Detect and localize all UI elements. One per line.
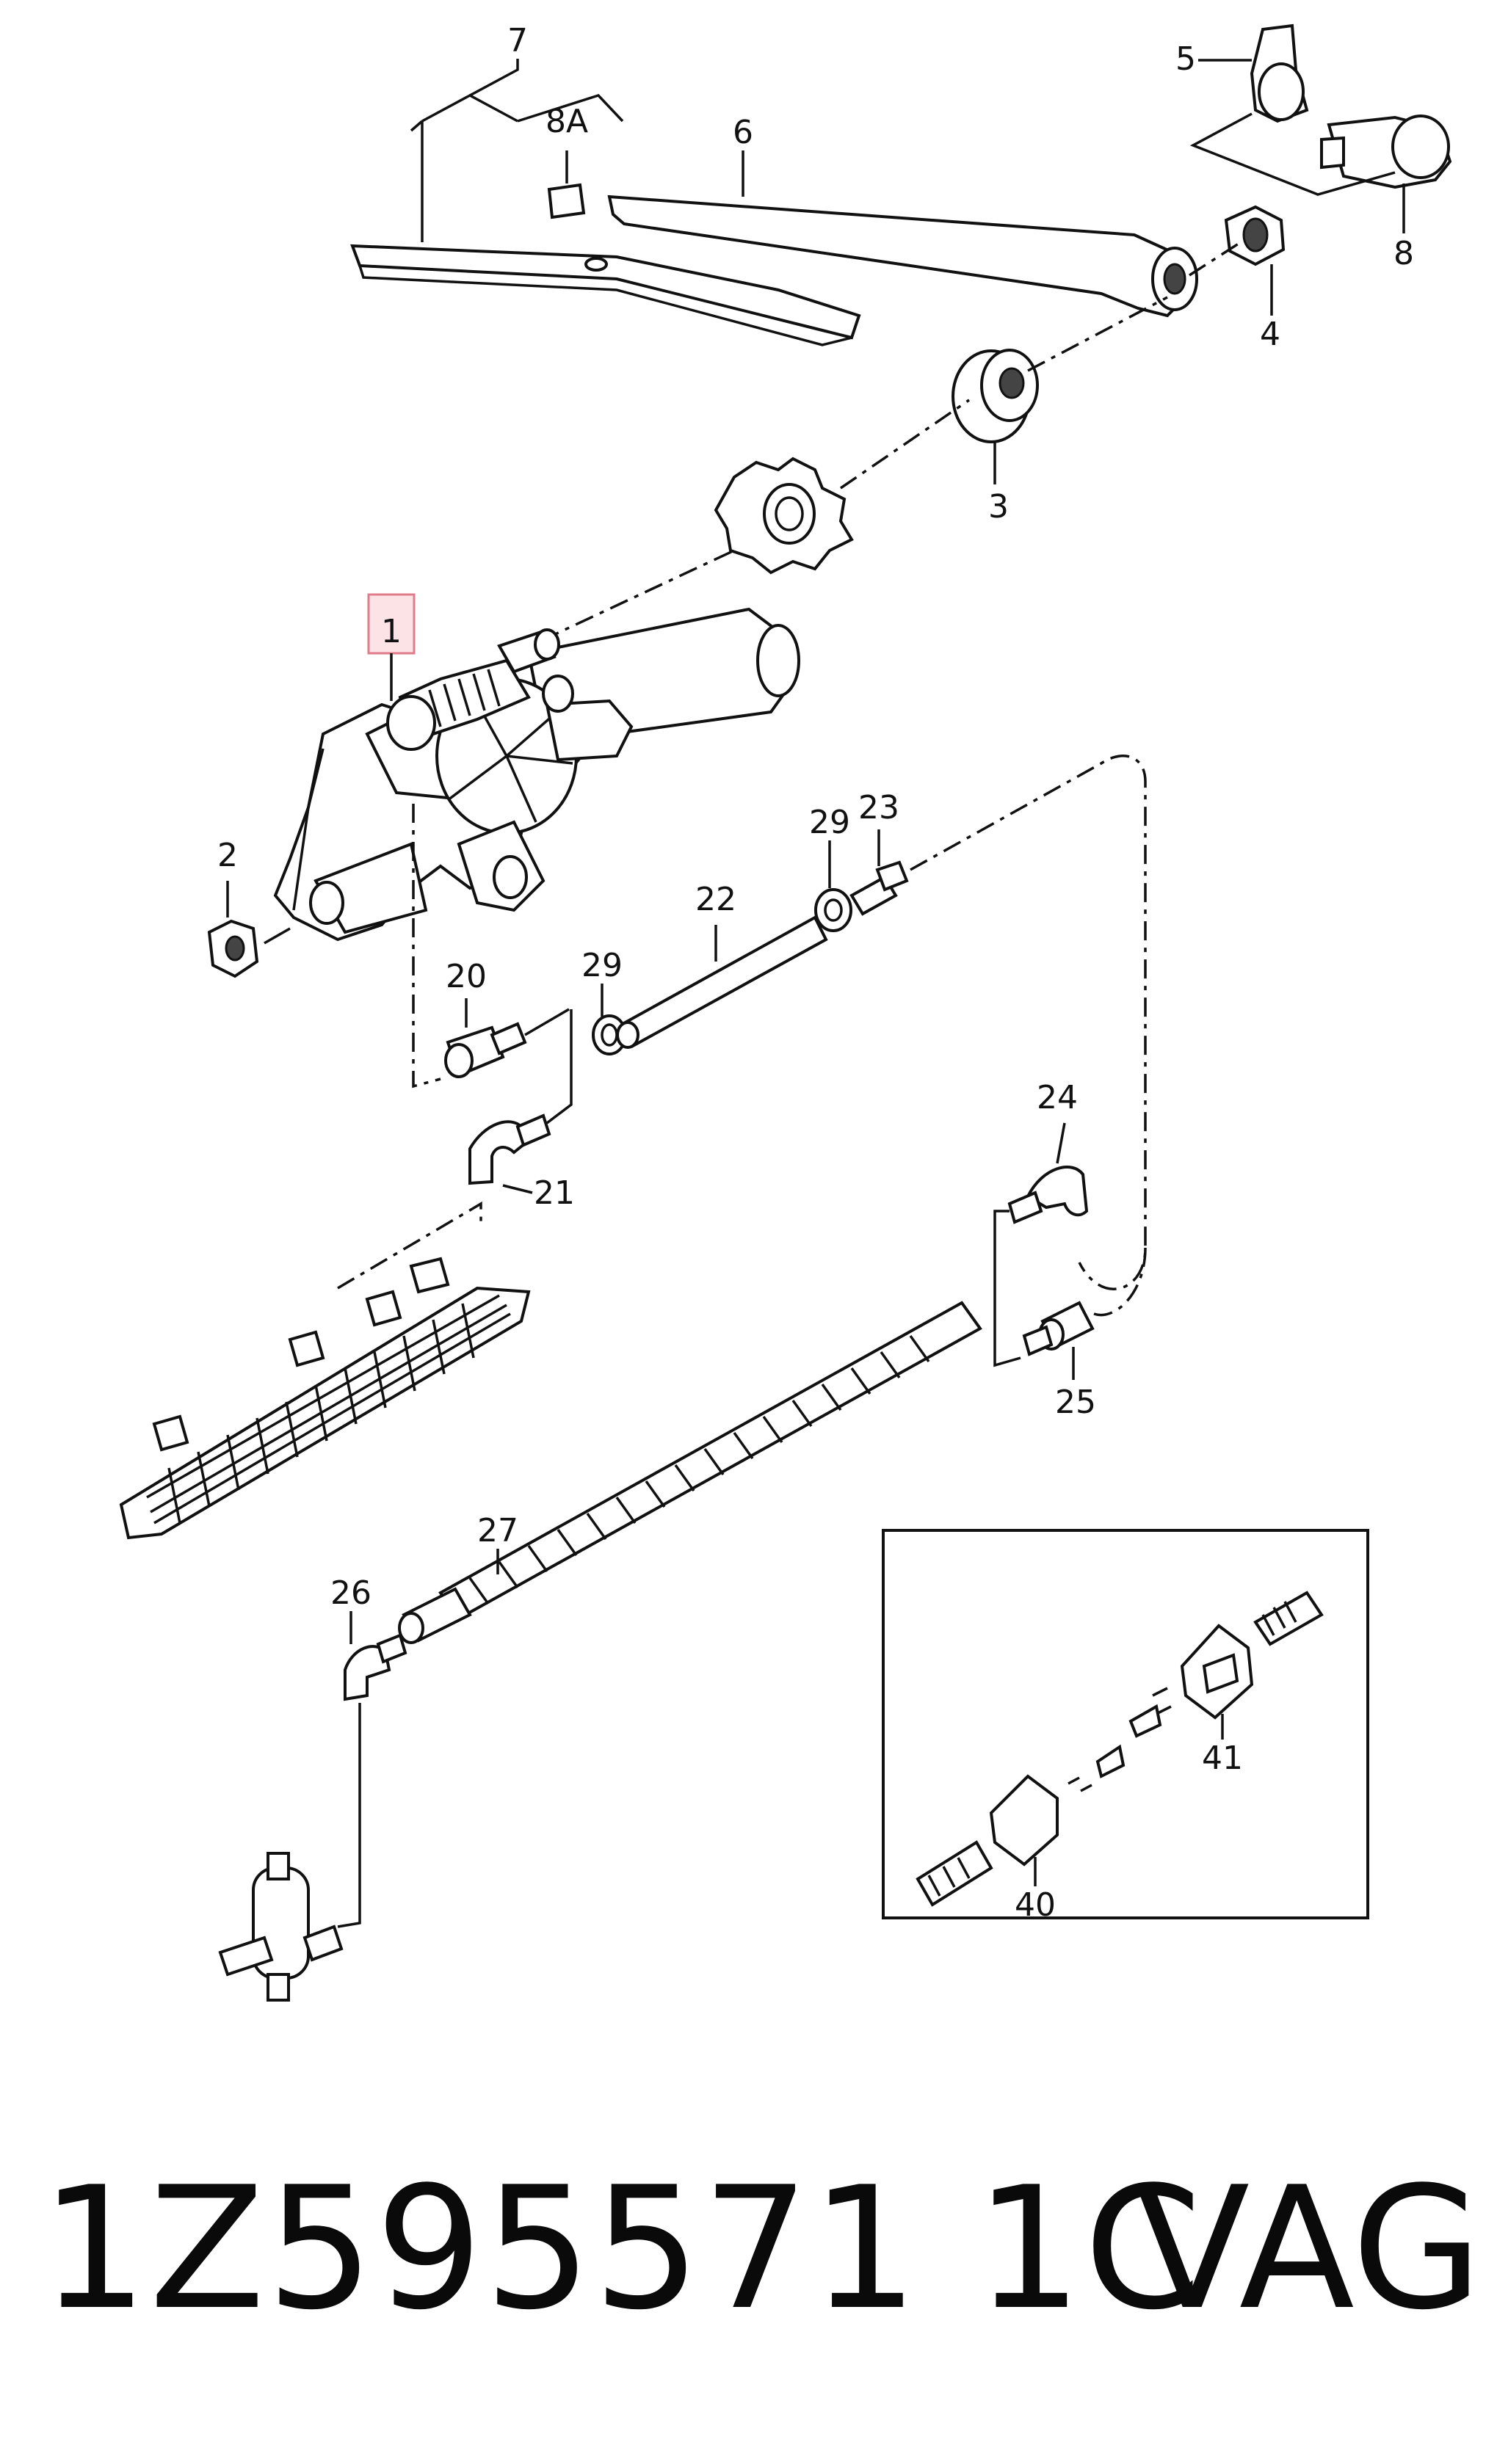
corrugated-hose-27	[398, 1301, 982, 1644]
callout-4: 4	[1260, 316, 1280, 353]
axis-line-hose-25	[1093, 1247, 1147, 1317]
callout-25: 25	[1055, 1384, 1096, 1421]
highlight-box-1	[367, 593, 416, 701]
callout-2: 2	[217, 837, 238, 874]
callout-29-upper: 29	[809, 804, 850, 841]
grommet-3	[952, 349, 1039, 484]
callout-41: 41	[1202, 1740, 1243, 1777]
connector-23	[849, 829, 909, 916]
seal-strip	[119, 1201, 531, 1540]
axis-line-shaft-upper	[840, 399, 970, 490]
callout-1: 1	[381, 613, 402, 650]
callout-8: 8	[1393, 235, 1414, 272]
callout-24: 24	[1037, 1079, 1078, 1116]
cap-8a	[547, 150, 586, 219]
callout-23: 23	[858, 789, 899, 826]
callout-5: 5	[1175, 40, 1196, 78]
part-number-text: 1Z595571 1C	[40, 2151, 1203, 2347]
callout-20: 20	[446, 958, 487, 995]
wiper-blade	[350, 59, 861, 346]
elbow-26	[337, 1611, 407, 1928]
callout-29-lower: 29	[581, 947, 623, 984]
callout-8a: 8A	[546, 103, 588, 140]
wiper-arm	[607, 150, 1198, 318]
washer-pump	[218, 1852, 344, 2002]
callout-40: 40	[1015, 1886, 1056, 1924]
connector-20	[444, 998, 570, 1078]
callout-26: 26	[330, 1574, 372, 1612]
callout-27: 27	[477, 1512, 518, 1549]
bracket-5-8	[1189, 112, 1396, 196]
axis-line-20	[412, 804, 441, 1089]
callout-21: 21	[534, 1174, 575, 1212]
callout-22: 22	[695, 881, 736, 918]
nut-2	[207, 881, 291, 978]
callout-7: 7	[507, 22, 528, 59]
inset-box	[882, 1529, 1369, 1919]
cap-8	[1320, 115, 1452, 233]
elbow-21	[468, 1009, 573, 1194]
axis-line-cap	[1189, 241, 1242, 277]
callout-6: 6	[733, 114, 753, 151]
callout-3: 3	[988, 488, 1009, 526]
axis-line-shaft-top	[1027, 296, 1168, 372]
wiper-motor	[273, 607, 800, 942]
parts-diagram: 1 2 3 4 5 6 7 8 8A 20 21 22 23 24 25 26 …	[119, 22, 1452, 2002]
hose-22	[616, 915, 828, 1049]
star-washer	[714, 457, 854, 575]
connector-25	[1022, 1301, 1095, 1380]
elbow-24	[993, 1122, 1089, 1367]
cap-5	[1198, 23, 1309, 123]
nut-4	[1224, 205, 1286, 316]
axis-line-hose-right	[910, 755, 1147, 1290]
clamp-29-upper	[814, 840, 852, 932]
brand-text: VAG	[1134, 2151, 1483, 2347]
